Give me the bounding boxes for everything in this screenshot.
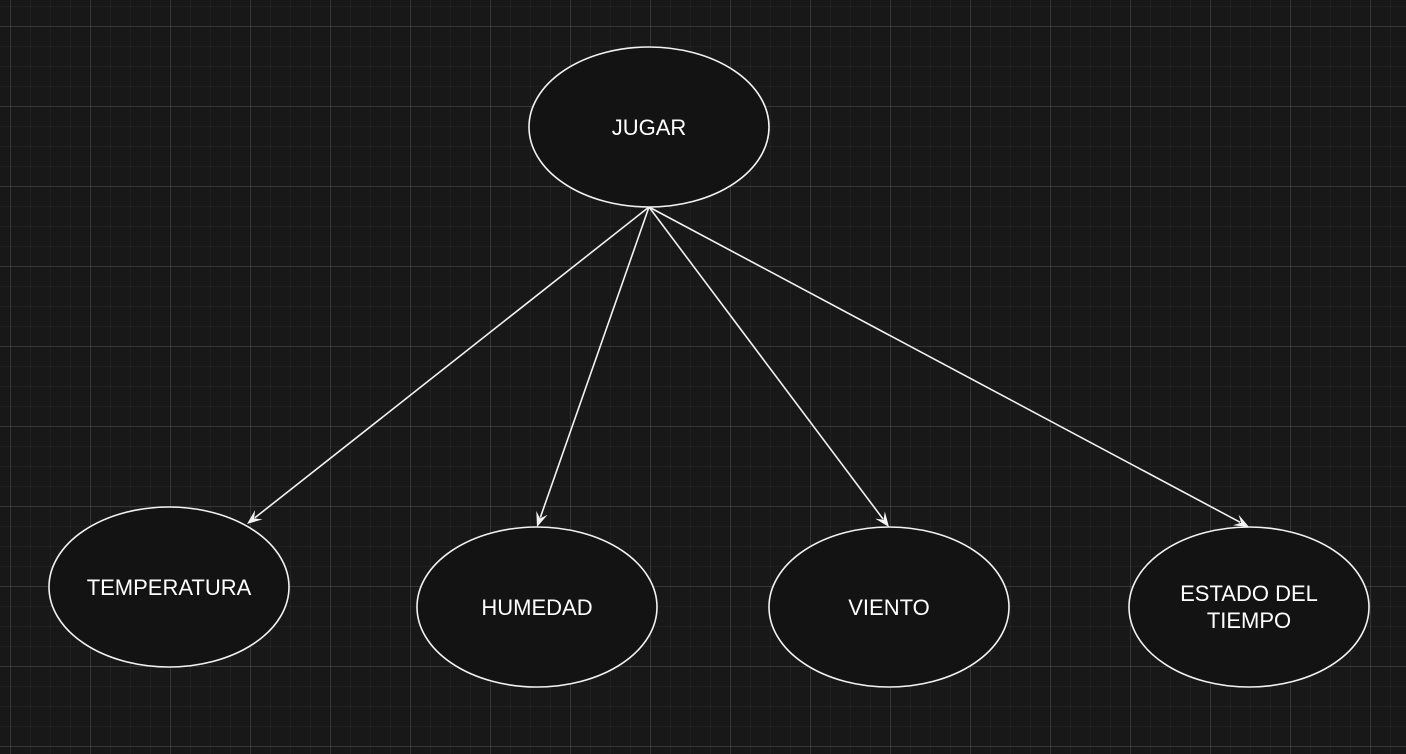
arrowhead-humedad	[536, 510, 548, 527]
arrowhead-temperatura	[247, 510, 263, 524]
node-estado[interactable]	[1128, 526, 1370, 688]
edge-jugar-to-temperatura[interactable]	[254, 206, 650, 519]
edge-jugar-to-estado[interactable]	[648, 206, 1241, 524]
edge-jugar-to-viento[interactable]	[648, 206, 884, 520]
edge-jugar-to-humedad[interactable]	[539, 206, 650, 518]
node-jugar[interactable]	[528, 46, 770, 208]
node-viento[interactable]	[768, 526, 1010, 688]
arrowhead-viento	[875, 511, 889, 527]
arrowhead-estado	[1232, 514, 1249, 527]
edges-layer	[247, 206, 1249, 527]
nodes-layer	[48, 46, 1370, 688]
node-humedad[interactable]	[416, 526, 658, 688]
node-temperatura[interactable]	[48, 506, 290, 668]
